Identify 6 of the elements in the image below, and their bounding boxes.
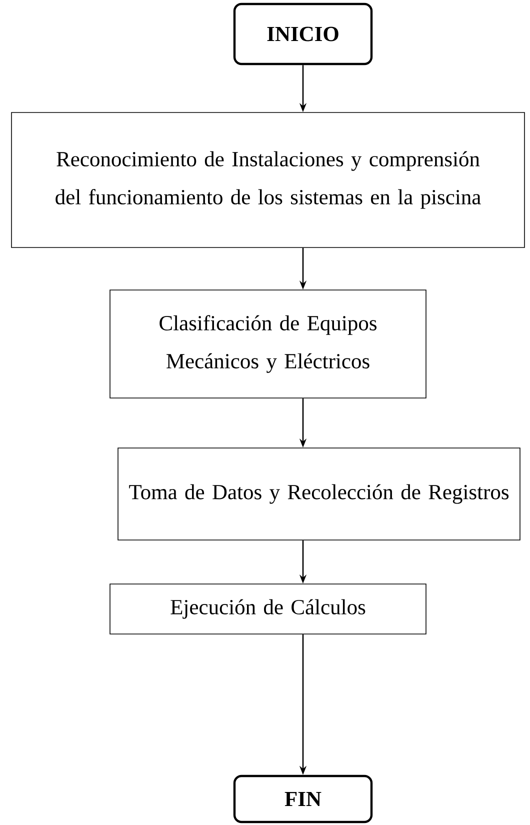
terminal-box: INICIO (233, 2, 373, 66)
process-box: Toma de Datos y Recolección de Registros (118, 448, 520, 540)
process-box: Clasificación de Equipos Mecánicos y Eléctricos (110, 290, 426, 398)
terminal-box: FIN (233, 774, 373, 824)
process-box: Ejecución de Cálculos (110, 584, 426, 634)
process-box: Reconocimiento de Instalaciones y comprensión del funcionamiento de los sistemas en la piscina (11, 112, 525, 248)
